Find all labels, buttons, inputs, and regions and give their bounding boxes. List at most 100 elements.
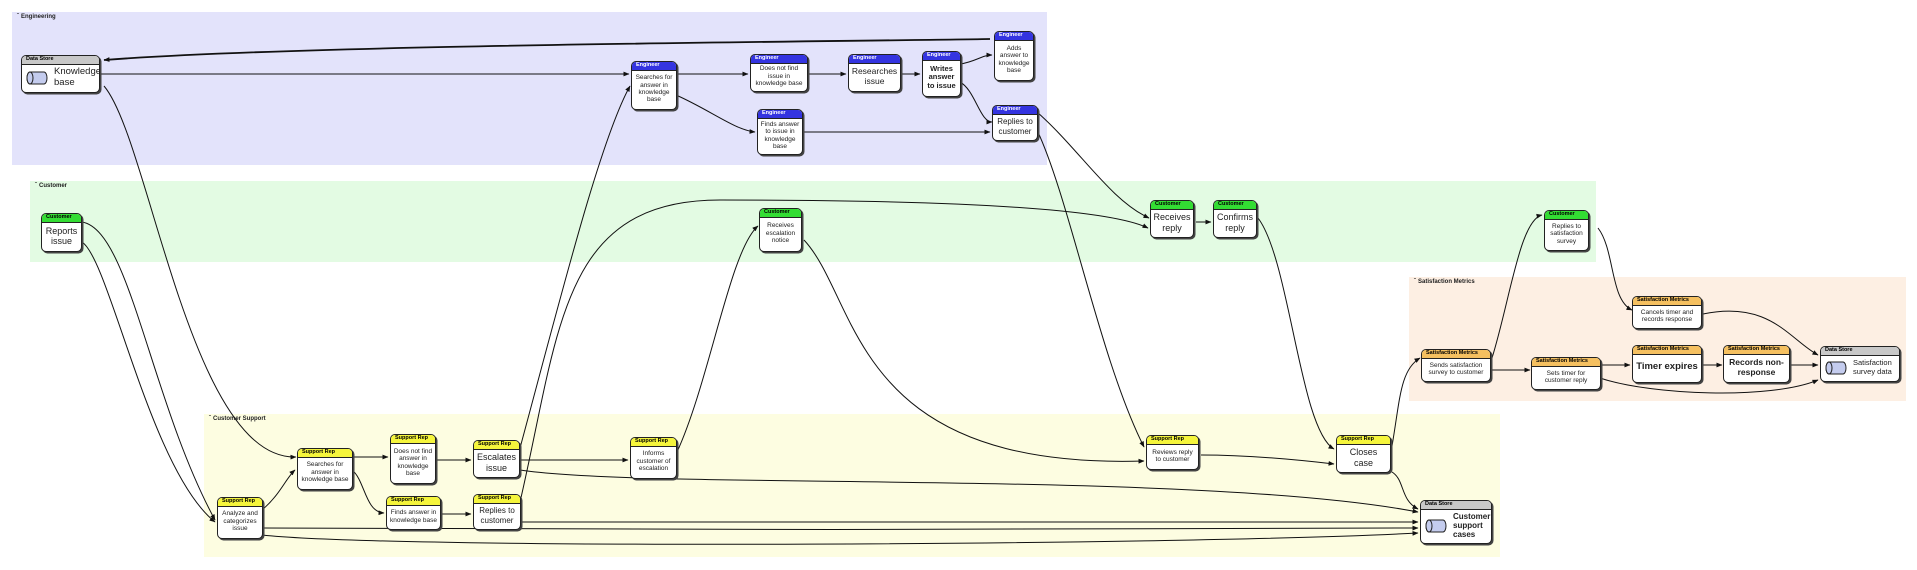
lane-customer-label: Customer: [39, 183, 68, 189]
node-eng-replies-text: Replies to customer: [997, 117, 1033, 136]
node-support-cases-role: Data Store: [1421, 501, 1491, 510]
node-sr-replies[interactable]: Support Rep Replies to customer: [473, 494, 521, 530]
database-cylinder-icon: [1425, 519, 1447, 532]
lane-customer-title: ˜Customer: [35, 183, 68, 189]
node-cust-receives-reply-text: Receives reply: [1153, 212, 1191, 233]
node-knowledge-base-text: Knowledge base: [54, 65, 100, 88]
edge-report-to-analyze-1: [81, 221, 216, 521]
edge-write-to-reply: [959, 81, 993, 125]
node-support-cases-content: Customer support cases: [1423, 510, 1491, 541]
node-sr-replies-text: Replies to customer: [479, 506, 515, 525]
node-survey-data-role: Data Store: [1821, 347, 1899, 356]
lane-customer: ˜Customer: [30, 181, 1596, 262]
node-sm-cancels-timer[interactable]: Satisfaction Metrics Cancels timer and r…: [1632, 296, 1702, 329]
node-support-cases-text: Customer support cases: [1453, 511, 1491, 540]
node-knowledge-base[interactable]: Data Store Knowledge base: [21, 55, 100, 93]
node-survey-data-text: Satisfaction survey data: [1853, 357, 1892, 376]
node-eng-searches[interactable]: Engineer Searches for answer in knowledg…: [631, 61, 677, 110]
node-sr-searches-role: Support Rep: [298, 449, 352, 458]
node-eng-searches-role: Engineer: [632, 62, 676, 71]
edge-escal-to-review: [803, 239, 1145, 464]
lane-support-label: Customer Support: [213, 416, 266, 422]
node-eng-writes-answer-text: Writes answer to issue: [927, 63, 956, 90]
node-sm-sends-survey-text: Sends satisfaction survey to customer: [1428, 361, 1484, 376]
node-eng-finds-answer[interactable]: Engineer Finds answer to issue in knowle…: [757, 109, 803, 155]
edge-analyze-to-srsearch: [261, 469, 296, 511]
node-eng-replies-role: Engineer: [993, 106, 1037, 115]
edge-engreply-to-review: [1036, 129, 1145, 448]
edge-send-to-survey: [1491, 213, 1543, 359]
database-cylinder-icon: [26, 71, 48, 84]
edge-engreply-to-recv: [1036, 111, 1150, 219]
node-eng-replies[interactable]: Engineer Replies to customer: [992, 105, 1038, 141]
edge-add-to-kb: [103, 38, 991, 62]
node-eng-finds-answer-role: Engineer: [758, 110, 802, 119]
node-eng-researches[interactable]: Engineer Researches issue: [848, 54, 901, 92]
node-eng-writes-answer[interactable]: Engineer Writes answer to issue: [922, 51, 961, 97]
edge-srsearch-to-find: [351, 469, 385, 516]
node-sr-escalates-role: Support Rep: [474, 441, 519, 450]
node-cust-confirms-text: Confirms reply: [1216, 212, 1253, 233]
node-sr-escalates[interactable]: Support Rep Escalates issue: [473, 440, 520, 478]
node-sr-closes-case[interactable]: Support Rep Closes case: [1336, 435, 1391, 473]
node-sr-does-not-find-text: Does not find answer in knowledge base: [393, 447, 433, 477]
node-sm-sets-timer[interactable]: Satisfaction Metrics Sets timer for cust…: [1531, 357, 1601, 390]
node-cust-reports[interactable]: Customer Reports issue: [41, 213, 82, 252]
edge-analyze-to-cases-2: [261, 530, 1419, 545]
node-cust-survey-reply[interactable]: Customer Replies to satisfaction survey: [1544, 210, 1589, 251]
edge-timer-to-surveydata: [1599, 377, 1819, 394]
node-sr-informs[interactable]: Support Rep Informs customer of escalati…: [630, 437, 677, 479]
edge-kb-to-srsearch: [103, 85, 297, 460]
edge-review-to-close: [1200, 454, 1335, 466]
node-sr-reviews-reply-role: Support Rep: [1147, 436, 1198, 445]
node-sr-reviews-reply-text: Reviews reply to customer: [1152, 448, 1193, 463]
database-cylinder-icon: [1825, 361, 1847, 374]
edge-confirm-to-close: [1257, 217, 1335, 450]
node-sr-analyze[interactable]: Support Rep Analyze and categorizes issu…: [217, 497, 263, 539]
node-survey-data[interactable]: Data Store Satisfaction survey data: [1820, 346, 1900, 382]
node-sm-records-nonresponse-role: Satisfaction Metrics: [1724, 346, 1789, 355]
node-cust-escalation-notice-role: Customer: [760, 209, 801, 218]
node-cust-receives-reply[interactable]: Customer Receives reply: [1150, 200, 1194, 238]
node-sm-records-nonresponse[interactable]: Satisfaction Metrics Records non-respons…: [1723, 345, 1790, 383]
node-eng-does-not-find[interactable]: Engineer Does not find issue in knowledg…: [750, 54, 808, 92]
node-sr-analyze-text: Analyze and categorizes issue: [222, 510, 258, 533]
node-cust-confirms[interactable]: Customer Confirms reply: [1213, 200, 1257, 238]
node-sr-searches[interactable]: Support Rep Searches for answer in knowl…: [297, 448, 353, 490]
node-eng-adds-answer-role: Engineer: [995, 32, 1033, 41]
node-knowledge-base-role: Data Store: [22, 56, 99, 65]
node-sr-replies-role: Support Rep: [474, 495, 520, 504]
node-cust-escalation-notice[interactable]: Customer Receives escalation notice: [759, 208, 802, 252]
node-cust-escalation-notice-text: Receives escalation notice: [765, 222, 796, 245]
node-sm-sends-survey[interactable]: Satisfaction Metrics Sends satisfaction …: [1421, 349, 1491, 382]
node-eng-finds-answer-text: Finds answer to issue in knowledge base: [760, 120, 800, 150]
node-sm-timer-expires-role: Satisfaction Metrics: [1633, 346, 1701, 355]
edge-inform-to-escal: [676, 225, 759, 453]
edge-close-to-cases: [1391, 471, 1419, 510]
node-sr-finds-answer[interactable]: Support Rep Finds answer in knowledge ba…: [386, 496, 441, 530]
node-knowledge-base-content: Knowledge base: [24, 65, 100, 90]
node-sr-finds-answer-text: Finds answer in knowledge base: [390, 509, 437, 524]
node-eng-searches-text: Searches for answer in knowledge base: [635, 74, 673, 104]
node-support-cases[interactable]: Data Store Customer support cases: [1420, 500, 1492, 544]
node-sr-analyze-role: Support Rep: [218, 498, 262, 507]
node-eng-researches-text: Researches issue: [851, 65, 898, 86]
node-eng-adds-answer[interactable]: Engineer Adds answer to knowledge base: [994, 31, 1034, 81]
node-cust-reports-text: Reports issue: [45, 225, 78, 246]
node-sm-sends-survey-role: Satisfaction Metrics: [1422, 350, 1490, 359]
lane-engineering-title: ˜Engineering: [17, 14, 56, 20]
edge-replies-to-recv: [519, 199, 1149, 503]
node-sr-searches-text: Searches for answer in knowledge base: [301, 461, 349, 484]
node-sr-does-not-find[interactable]: Support Rep Does not find answer in know…: [390, 434, 436, 484]
node-sr-informs-text: Informs customer of escalation: [636, 450, 671, 473]
node-sr-finds-answer-role: Support Rep: [387, 497, 440, 506]
node-sm-cancels-timer-text: Cancels timer and records response: [1640, 308, 1694, 323]
node-sm-timer-expires-text: Timer expires: [1636, 361, 1698, 373]
node-cust-reports-role: Customer: [42, 214, 81, 223]
node-sr-reviews-reply[interactable]: Support Rep Reviews reply to customer: [1146, 435, 1199, 470]
node-sm-sets-timer-role: Satisfaction Metrics: [1532, 358, 1600, 367]
node-sm-timer-expires[interactable]: Satisfaction Metrics Timer expires: [1632, 345, 1702, 383]
lane-support-title: ˜Customer Support: [209, 416, 266, 422]
edge-survey-to-cancel: [1597, 227, 1633, 311]
